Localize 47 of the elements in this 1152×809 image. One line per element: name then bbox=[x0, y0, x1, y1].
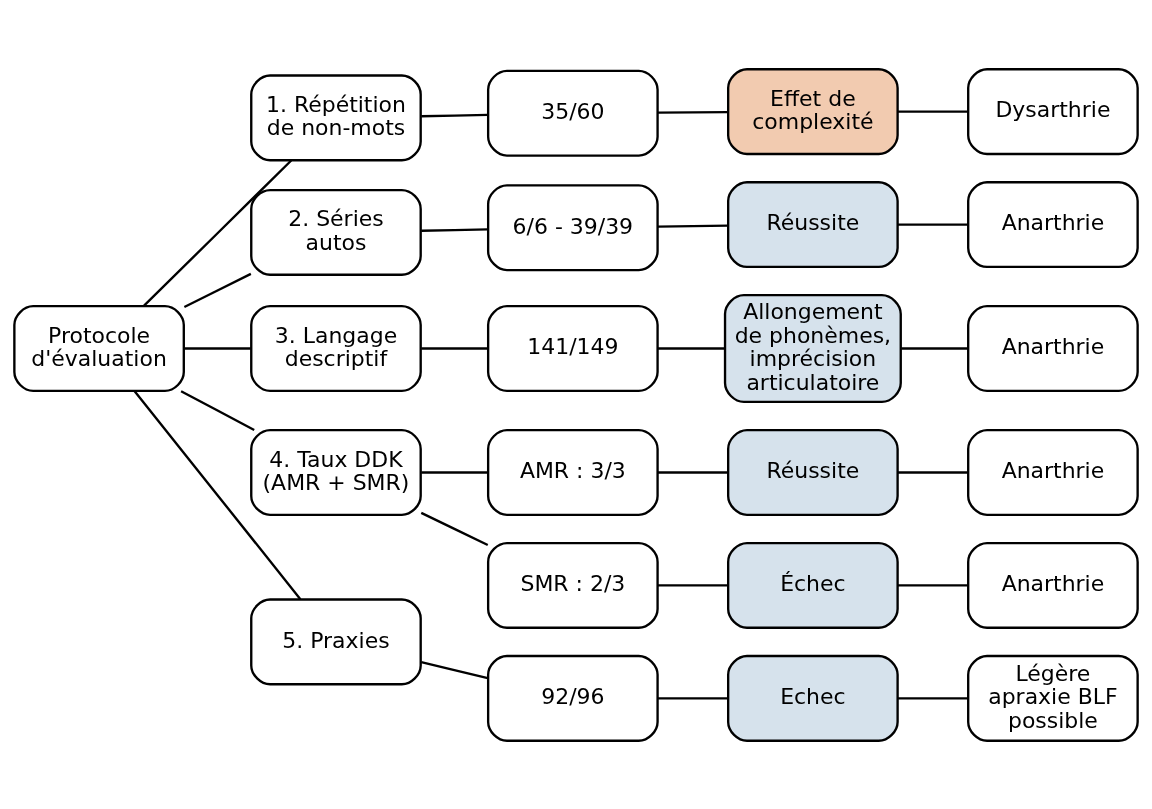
node-box: Anarthrie bbox=[967, 180, 1139, 268]
connector bbox=[898, 583, 969, 587]
connector bbox=[421, 660, 489, 679]
connector bbox=[133, 389, 302, 600]
node-box: Protocole d'évaluation bbox=[13, 304, 185, 392]
connector bbox=[657, 110, 729, 114]
connector bbox=[421, 346, 488, 350]
node-box: AMR : 3/3 bbox=[486, 428, 659, 516]
connector bbox=[657, 224, 729, 228]
node-box: 141/149 bbox=[486, 304, 659, 392]
node-box: Échec bbox=[727, 541, 899, 629]
node-box: Allongement de phonèmes, imprécision articulatoire bbox=[723, 293, 902, 403]
connector bbox=[183, 272, 252, 308]
node-box: Réussite bbox=[727, 428, 899, 516]
connector bbox=[901, 346, 969, 350]
connector bbox=[184, 346, 251, 350]
node-box: Echec bbox=[727, 654, 899, 742]
connector bbox=[421, 113, 488, 117]
connector bbox=[898, 222, 969, 226]
node-box: Anarthrie bbox=[967, 541, 1139, 629]
node-box: 4. Taux DDK (AMR + SMR) bbox=[250, 428, 422, 516]
node-box: 6/6 - 39/39 bbox=[486, 183, 659, 271]
connector bbox=[421, 470, 488, 474]
node-box: Anarthrie bbox=[967, 304, 1139, 392]
node-box: Dysarthrie bbox=[967, 67, 1139, 155]
node-box: Réussite bbox=[727, 180, 899, 268]
connector bbox=[898, 109, 969, 113]
connector bbox=[421, 227, 488, 232]
node-box: 3. Langage descriptif bbox=[250, 304, 422, 392]
node-box: Effet de complexité bbox=[727, 67, 899, 155]
node-box: 35/60 bbox=[486, 69, 659, 157]
connector bbox=[898, 470, 969, 474]
node-box: Anarthrie bbox=[967, 428, 1139, 516]
node-box: 2. Séries autos bbox=[250, 188, 422, 276]
connector bbox=[657, 346, 725, 350]
node-box: Légère apraxie BLF possible bbox=[967, 654, 1139, 742]
connector bbox=[657, 696, 729, 700]
node-box: 5. Praxies bbox=[250, 597, 422, 685]
node-box: 1. Répétition de non-mots bbox=[250, 73, 422, 161]
connector bbox=[657, 470, 729, 474]
connector bbox=[657, 583, 729, 587]
node-box: 92/96 bbox=[486, 654, 659, 742]
connector bbox=[420, 511, 489, 546]
connector bbox=[143, 159, 293, 306]
node-box: SMR : 2/3 bbox=[486, 541, 659, 629]
connector bbox=[898, 696, 969, 700]
connector bbox=[180, 389, 255, 431]
